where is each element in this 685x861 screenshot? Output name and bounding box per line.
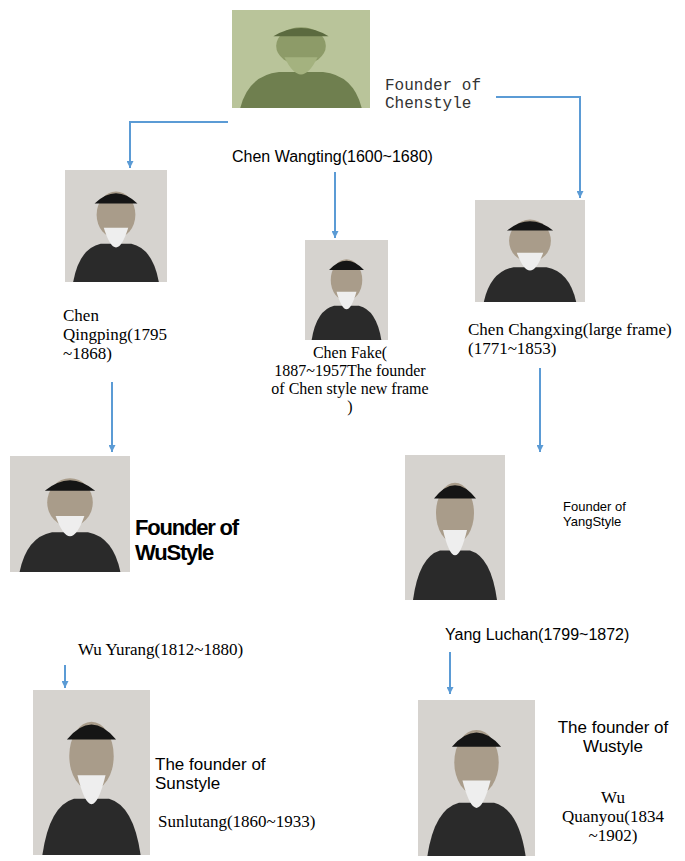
portrait-photo bbox=[475, 200, 585, 302]
portrait-photo bbox=[33, 690, 150, 855]
person-node: Chen Qingping(1795 ~1868) bbox=[62, 168, 174, 382]
person-name: Yang Luchan(1799~1872) bbox=[445, 626, 629, 644]
lineage-arrow bbox=[64, 665, 66, 688]
style-founder-label: Founder of WuStyle bbox=[135, 516, 260, 565]
person-node: Chen Changxing(large frame)(1771~1853) bbox=[466, 198, 680, 368]
style-founder-label: The founder of Sunstyle bbox=[155, 755, 283, 793]
person-name: Chen Fake( 1887~1957The founder of Chen … bbox=[270, 344, 430, 416]
lineage-arrow bbox=[449, 652, 451, 694]
person-node: Founder of YangStyleYang Luchan(1799~187… bbox=[403, 452, 646, 652]
portrait-photo bbox=[405, 455, 505, 600]
person-node: The founder of Wustyle Wu Quanyou(1834 ~1… bbox=[415, 694, 681, 858]
person-name: Wu Quanyou(1834 ~1902) bbox=[550, 788, 676, 845]
lineage-arrow bbox=[334, 172, 336, 238]
style-founder-label: The founder of Wustyle bbox=[548, 718, 678, 756]
portrait-photo bbox=[418, 700, 535, 856]
person-node: Founder of ChenstyleChen Wangting(1600~1… bbox=[228, 8, 496, 172]
person-name: Wu Yurang(1812~1880) bbox=[78, 640, 243, 659]
person-name: Chen Qingping(1795 ~1868) bbox=[63, 306, 171, 363]
person-node: Chen Fake( 1887~1957The founder of Chen … bbox=[268, 238, 433, 434]
person-name: Chen Changxing(large frame)(1771~1853) bbox=[468, 320, 676, 358]
portrait-statue bbox=[232, 10, 370, 108]
lineage-arrow bbox=[111, 382, 113, 452]
portrait-photo bbox=[305, 240, 388, 340]
portrait-photo bbox=[10, 456, 130, 572]
lineage-arrow bbox=[130, 122, 228, 168]
style-founder-label: Founder of YangStyle bbox=[563, 500, 643, 529]
lineage-arrow bbox=[539, 368, 541, 452]
lineage-arrow bbox=[496, 97, 580, 198]
person-name: Sunlutang(1860~1933) bbox=[158, 812, 315, 831]
portrait-photo bbox=[65, 170, 167, 282]
person-node: The founder of SunstyleSunlutang(1860~19… bbox=[30, 688, 340, 857]
person-node: Founder of WuStyle Wu Yurang(1812~1880) bbox=[8, 452, 312, 665]
style-founder-label: Founder of Chenstyle bbox=[385, 78, 493, 114]
person-name: Chen Wangting(1600~1680) bbox=[232, 148, 433, 166]
